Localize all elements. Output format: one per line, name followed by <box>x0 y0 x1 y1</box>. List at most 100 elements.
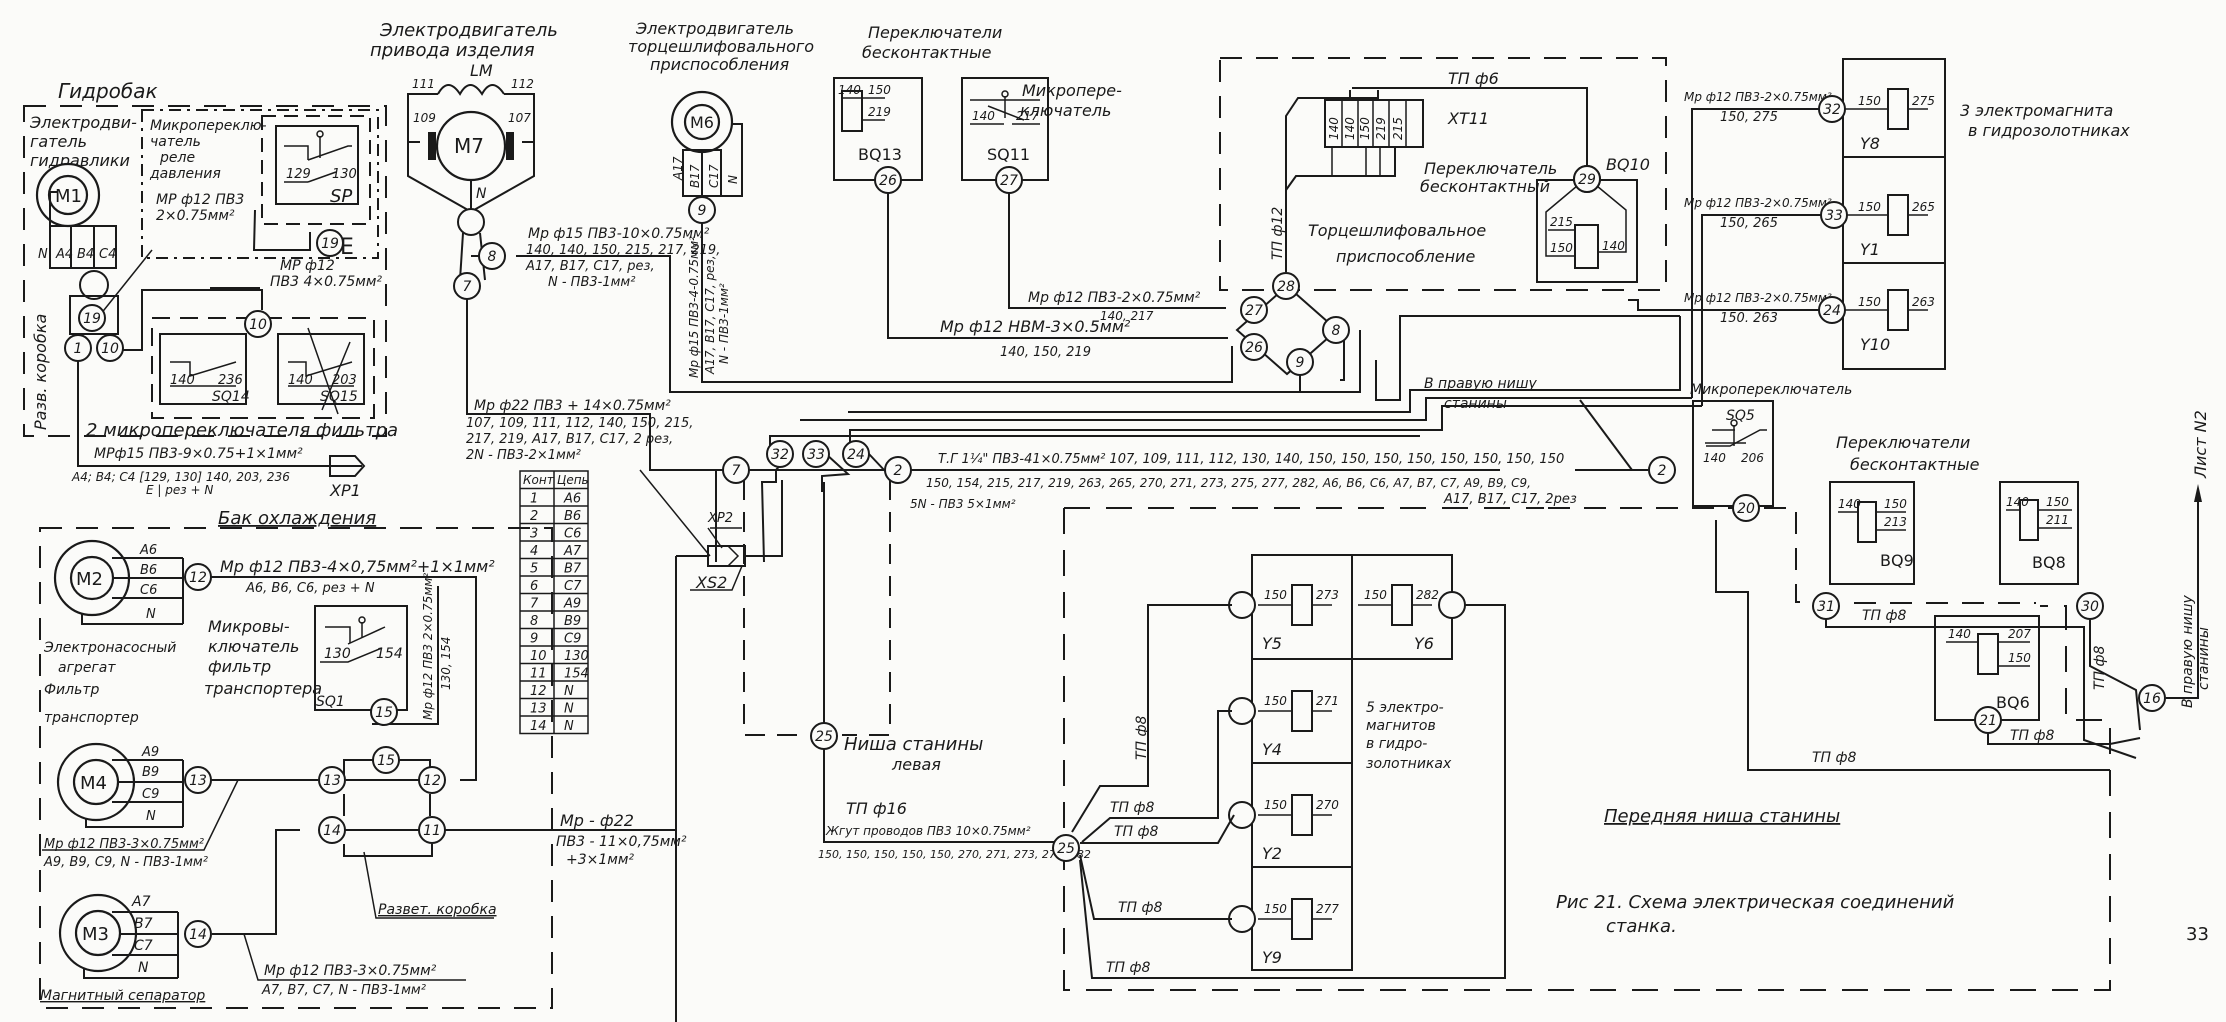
node-8: 8 <box>1322 316 1350 344</box>
pin-table-cell: 10 <box>530 649 547 664</box>
node-33: 33 <box>802 440 830 468</box>
m7-title-2: привода изделия <box>370 40 535 61</box>
m6-cable-wires: A17, B17, C17, рез, <box>703 255 717 375</box>
node-19: 19 <box>78 304 106 332</box>
valve-cable-spec: Мр ф12 ПВ3-2×0.75мм² <box>1684 291 1832 305</box>
node-28: 28 <box>1272 272 1300 300</box>
cable-7-spec: Мр ф22 ПВ3 + 14×0.75мм² <box>474 398 671 414</box>
bq6-tube-label: ТП ф8 <box>2010 728 2054 744</box>
node-29: 29 <box>1573 165 1601 193</box>
sq1-cable-wires: 130, 154 <box>439 637 453 690</box>
node-14: 14 <box>184 920 212 948</box>
node-label: 28 <box>1277 279 1295 295</box>
bq8-terminal-211: 211 <box>2046 513 2069 527</box>
node-label: 20 <box>1737 501 1755 517</box>
node-label: 26 <box>879 173 897 189</box>
valve-y6-tube-label: ТП ф8 <box>1106 960 1150 976</box>
m3-phase-c7: C7 <box>134 938 153 954</box>
m3-caption: Магнитный сепаратор <box>40 988 205 1004</box>
node-25: 25 <box>1052 834 1080 862</box>
node-label: 26 <box>1245 340 1263 356</box>
node-26: 26 <box>1240 333 1268 361</box>
pin-table-cell: 5 <box>530 562 538 577</box>
pin-table-cell: 154 <box>564 667 589 682</box>
sp-inner-frame <box>261 115 371 225</box>
node-label: 19 <box>83 311 101 327</box>
node-1: 1 <box>64 334 92 362</box>
bq10-title-1: Переключатель <box>1424 159 1557 178</box>
valve-y4-tube-label: ТП ф8 <box>1110 800 1154 816</box>
sheet-reference: Лист N2 <box>2191 410 2210 479</box>
connector-xp2-xs2 <box>707 545 746 567</box>
node-label: 25 <box>1057 841 1075 857</box>
sq11-title-2: ключатель <box>1020 101 1111 120</box>
cable-7-wires-1: 107, 109, 111, 112, 140, 150, 215, <box>466 416 693 431</box>
node-24: 24 <box>842 440 870 468</box>
connector-xp1 <box>329 455 366 477</box>
node-label: 7 <box>463 279 472 295</box>
valve-terminal-a: 150 <box>1858 295 1881 309</box>
node-31: 31 <box>1812 592 1840 620</box>
xt11-terminal-5: 215 <box>1391 117 1405 140</box>
valve-terminal-b: 275 <box>1912 94 1935 108</box>
m7-winding-label: LM <box>470 61 493 80</box>
node-13: 13 <box>318 766 346 794</box>
sp-title-2: чатель <box>150 134 201 150</box>
face-grinder-title-2: приспособление <box>1336 247 1475 266</box>
tube-f16-label: ТП ф16 <box>846 799 907 818</box>
cable-10-spec: МР ф12 <box>280 258 335 274</box>
bq10-title-2: бесконтактный <box>1420 177 1550 196</box>
sp-terminal-130: 130 <box>332 167 357 182</box>
valve-id: Y2 <box>1262 844 1282 863</box>
pin-table-cell: N <box>564 684 574 699</box>
m6-phase-a17: A17 <box>671 156 685 181</box>
main-trunk-section: В правую нишу станины Т.Г 1¼" ПВ3-41×0.7… <box>675 315 1702 1022</box>
node-label: 11 <box>423 823 441 839</box>
node-label: 10 <box>249 317 267 333</box>
valve-terminal-a: 150 <box>1264 798 1287 812</box>
node-label: 8 <box>1332 323 1341 339</box>
cable-xp1-spec: МРф15 ПВ3-9×0.75+1×1мм² <box>94 446 303 462</box>
sp-title-4: давления <box>149 166 221 182</box>
cable-26-spec: Мр ф12 НВМ-3×0.5мм² <box>940 317 1131 336</box>
pressure-relay-frame <box>141 109 379 259</box>
m1-phase-a4: A4 <box>55 247 73 262</box>
motor-m1-label: M1 <box>55 186 82 207</box>
valve-terminal-b: 282 <box>1416 588 1439 602</box>
sq1-title-1: Микровы- <box>208 617 290 636</box>
node-label: 13 <box>323 773 341 789</box>
valve-cable-spec: Мр ф12 ПВ3-2×0.75мм² <box>1684 90 1832 104</box>
motor-m7-label: M7 <box>454 134 484 158</box>
m7-neutral: N <box>476 186 487 202</box>
motor-m2-label: M2 <box>76 569 103 590</box>
sp-title-1: Микропереклю- <box>150 118 267 134</box>
valve-terminal-b: 271 <box>1316 694 1339 708</box>
pin-table-cell: B9 <box>564 614 581 629</box>
node-label: 30 <box>2081 599 2099 615</box>
sq15-terminal-140: 140 <box>288 373 313 388</box>
m7-title-1: Электродвигатель <box>379 20 558 41</box>
filter-switches-title: 2 микропереключателя фильтра <box>86 420 398 441</box>
node-label: 14 <box>189 927 207 943</box>
valve-id: Y4 <box>1262 740 1282 759</box>
bq6-terminal-207: 207 <box>2008 627 2031 641</box>
node-label: 13 <box>189 773 207 789</box>
node-label: 10 <box>101 341 119 357</box>
bq6-terminal-140: 140 <box>1948 627 1971 641</box>
pin-table-header: Конт <box>523 473 555 487</box>
cable-xp1-wires: A4; B4; C4 [129, 130] 140, 203, 236 <box>71 470 290 484</box>
valve-y5-tube-label: ТП ф8 <box>1134 716 1150 760</box>
node-label: 9 <box>1296 355 1305 371</box>
sq5-id: SQ5 <box>1726 408 1755 424</box>
front-niche-label: Передняя ниша станины <box>1604 806 1840 827</box>
trunk-neutral: 5N - ПВ3 5×1мм² <box>910 497 1016 511</box>
node-label: 32 <box>771 447 789 463</box>
